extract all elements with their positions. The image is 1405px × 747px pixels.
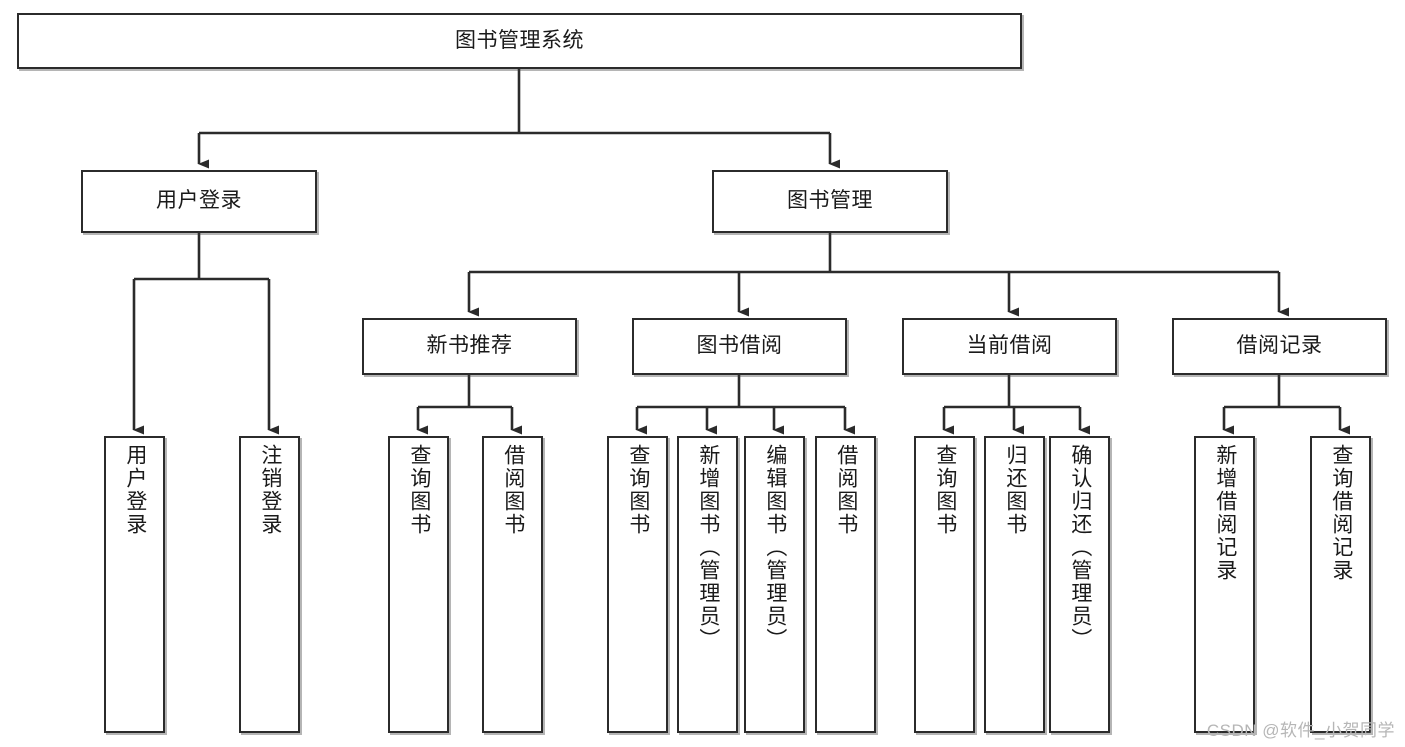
leaf-book-borrow-edit-book-admin[interactable]: 编辑图书（管理员） [744,436,805,733]
node-current-borrow[interactable]: 当前借阅 [902,318,1117,375]
node-label: 借阅图书 [501,444,525,536]
leaf-new-book-borrow-book[interactable]: 借阅图书 [482,436,543,733]
leaf-book-borrow-add-book-admin[interactable]: 新增图书（管理员） [677,436,738,733]
leaf-book-borrow-borrow-book[interactable]: 借阅图书 [815,436,876,733]
leaf-borrow-record-add-record[interactable]: 新增借阅记录 [1194,436,1255,733]
node-label: 查询图书 [407,444,431,536]
node-user-login[interactable]: 用户登录 [81,170,317,233]
node-label: 图书借阅 [696,334,783,358]
node-label: 新书推荐 [426,334,513,358]
leaf-user-login-login[interactable]: 用户登录 [104,436,165,733]
watermark-text: CSDN @软件_小贺同学 [1206,721,1395,740]
node-label: 用户登录 [123,444,147,536]
node-borrow-record[interactable]: 借阅记录 [1172,318,1387,375]
node-label: 注销登录 [258,444,282,536]
node-label: 图书管理 [787,189,873,213]
node-root-book-management-system[interactable]: 图书管理系统 [17,13,1022,69]
node-book-borrow[interactable]: 图书借阅 [632,318,847,375]
leaf-new-book-query-book[interactable]: 查询图书 [388,436,449,733]
node-new-book-recommend[interactable]: 新书推荐 [362,318,577,375]
leaf-borrow-record-query-record[interactable]: 查询借阅记录 [1310,436,1371,733]
node-label: 图书管理系统 [455,28,584,52]
leaf-current-borrow-return-book[interactable]: 归还图书 [984,436,1045,733]
node-label: 新增借阅记录 [1213,444,1237,582]
node-label: 用户登录 [156,189,242,213]
node-book-management[interactable]: 图书管理 [712,170,948,233]
node-label: 查询借阅记录 [1329,444,1353,582]
node-label: 当前借阅 [966,334,1053,358]
node-label: 借阅记录 [1236,334,1323,358]
leaf-book-borrow-query-book[interactable]: 查询图书 [607,436,668,733]
node-label: 确认归还（管理员） [1068,444,1092,651]
node-label: 新增图书（管理员） [696,444,720,651]
leaf-current-borrow-confirm-return-admin[interactable]: 确认归还（管理员） [1049,436,1110,733]
node-label: 借阅图书 [834,444,858,536]
node-label: 查询图书 [933,444,957,536]
leaf-current-borrow-query-book[interactable]: 查询图书 [914,436,975,733]
node-label: 查询图书 [626,444,650,536]
node-label: 归还图书 [1003,444,1027,536]
leaf-user-login-logout[interactable]: 注销登录 [239,436,300,733]
node-label: 编辑图书（管理员） [763,444,787,651]
